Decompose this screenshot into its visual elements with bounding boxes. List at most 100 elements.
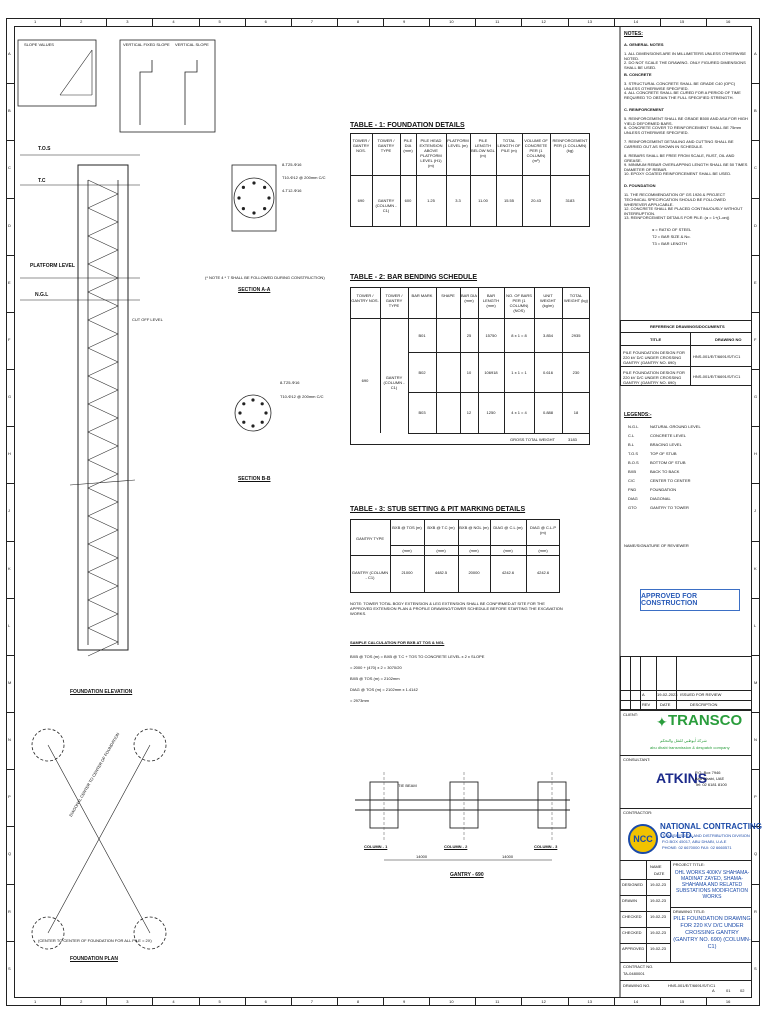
helical-spiral — [87, 179, 119, 657]
revision-table — [620, 656, 752, 710]
table-2-cell: 0.616 — [542, 370, 553, 375]
grid-tick-bottom — [383, 998, 384, 1006]
section-a-outline — [231, 164, 277, 232]
legend-abbr: N.G.L — [628, 424, 639, 429]
note-item: 9. MINIMUM REBAR OVERLAPPING LENGTH SHAL… — [624, 162, 748, 172]
grid-tick-bottom — [521, 998, 523, 1006]
legend-abbr: B.L — [628, 442, 635, 447]
reference-rule — [620, 332, 752, 333]
legend-desc: TOP OF STUB — [650, 451, 677, 456]
table-1-header: TOWER / GANTRY NOS. — [352, 138, 370, 153]
legend-desc: BRACING LEVEL — [650, 442, 682, 447]
grid-row-right-G: G — [754, 394, 758, 400]
grid-row-right-Q: Q — [754, 851, 758, 857]
grid-col-bottom-11: 11 — [495, 999, 500, 1004]
client-arabic: شركة أبوظبي للنقل والتحكم — [660, 738, 707, 743]
table-2-header-rule — [350, 318, 590, 319]
column-2-label: COLUMN - 2 — [444, 844, 468, 849]
table-1-header: PILE LENGTH BELOW NGL (m) — [471, 138, 495, 158]
grid-tick-top — [567, 18, 569, 26]
grid-tick-top — [475, 18, 477, 26]
section-b-bar-2: T10-Φ12 @ 200mm C/C — [280, 394, 324, 399]
grid-col-top-3: 3 — [126, 19, 129, 24]
reference-row-1-title: PILE FOUNDATION DESIGN FOR 220 kV D/C UN… — [623, 350, 685, 365]
legend-desc: CENTER TO CENTER — [650, 478, 691, 483]
signoff-name-header: NAME — [650, 864, 662, 869]
table-3-cell: 4242.6 — [536, 570, 550, 575]
table-3-cell: 4482.5 — [434, 570, 448, 575]
table-1-cell: 600 — [404, 198, 412, 203]
legend-abbr: BXB — [628, 469, 637, 474]
grid-row-right-F: F — [754, 336, 757, 342]
grid-tick-left — [6, 540, 14, 542]
table-1-cell: 690 — [357, 198, 365, 203]
revision-header-date: DATE — [660, 702, 671, 707]
grid-tick-left — [6, 712, 14, 714]
grid-row-left-D: D — [8, 222, 11, 228]
grid-tick-bottom — [429, 998, 431, 1006]
drawing-title: PILE FOUNDATION DRAWING FOR 220 KV D/C U… — [673, 916, 751, 950]
table-1-header: TOWER / GANTRY TYPE — [377, 138, 395, 153]
section-a-bar-dot — [241, 207, 245, 211]
grid-tick-top — [244, 18, 246, 26]
grid-row-right-A: A — [754, 51, 757, 56]
foundation-plan-piles — [31, 728, 167, 950]
table-3-header: GANTRY TYPE — [355, 536, 384, 541]
grid-tick-top — [336, 18, 338, 26]
grid-col-bottom-8: 8 — [356, 999, 360, 1004]
notes-title: NOTES: — [624, 31, 643, 37]
pile-outline — [77, 164, 129, 651]
section-a-bar-dot — [267, 196, 271, 200]
table-1-col-line — [470, 133, 471, 227]
table-3-col-line — [390, 519, 391, 593]
table-2-col-line — [478, 287, 479, 433]
grid-tick-left — [6, 769, 14, 771]
table-1-cell: 20.43 — [530, 198, 541, 203]
grid-col-bottom-12: 12 — [541, 999, 546, 1004]
gantry-dim-1: 14000 — [416, 854, 428, 859]
table-2-cell: 1250 — [486, 410, 496, 415]
notes-section-title: C. REINFORCEMENT — [624, 107, 664, 112]
grid-tick-bottom — [290, 998, 292, 1006]
note-formula: α = RATIO OF STEEL — [652, 227, 692, 232]
grid-tick-top — [521, 18, 523, 26]
table-1-cell: GANTRY (COLUMN - C1) — [375, 198, 397, 213]
client-logo: TRANSCO — [668, 712, 743, 729]
drawing-no-label: DRAWING NO. — [623, 983, 651, 988]
drawing-no-rule — [620, 980, 752, 981]
cut-off-level-label: CUT OFF LEVEL — [132, 317, 163, 322]
grid-row-left-P: P — [8, 794, 11, 800]
table-2-cell: 230 — [572, 370, 580, 375]
grid-col-top-11: 11 — [495, 19, 500, 24]
drawing-sheet: 01 — [726, 988, 731, 993]
legend-abbr: C.L — [628, 433, 635, 438]
approved-stamp: APPROVED FOR CONSTRUCTION — [640, 589, 740, 611]
note-item: 8. REBARS SHALL BE FREE FROM SCALE, RUST… — [624, 153, 735, 163]
sample-calc-title: SAMPLE CALCULATION FOR BXB AT TOS & NGL — [350, 640, 445, 645]
table-2-cell: 8 x 1 = 8 — [511, 333, 527, 338]
foundation-elevation-title: FOUNDATION ELEVATION — [70, 689, 133, 695]
plan-pile-2 — [133, 728, 167, 762]
gantry-title: GANTRY - 690 — [450, 872, 484, 878]
grid-tick-bottom — [60, 998, 62, 1006]
plan-note: (CENTER TO CENTER OF FOUNDATION FOR ALL … — [38, 938, 152, 943]
grid-col-top-6: 6 — [264, 19, 267, 24]
grid-tick-left — [6, 654, 14, 656]
notes-section-title: A. GENERAL NOTES — [624, 42, 664, 47]
ngl-label: N.G.L — [35, 292, 49, 298]
table-1-cell: 11.00 — [478, 198, 488, 203]
grid-row-right-J: J — [754, 508, 756, 514]
grid-row-right-R: R — [754, 908, 757, 914]
table-2-tower: 690 — [361, 378, 369, 383]
table-1-header: REINFORCEMENT PER (1 COLUMN) (kg) — [552, 138, 588, 153]
grid-col-bottom-7: 7 — [310, 999, 313, 1004]
grid-tick-right — [752, 883, 760, 885]
table-3-unit: (mm) — [436, 548, 446, 553]
section-a-bar-2: T10-Φ12 @ 200mm C/C — [282, 175, 326, 180]
grid-tick-left — [6, 83, 14, 85]
table-3-header-rule — [350, 555, 560, 556]
grid-tick-right — [752, 769, 760, 771]
note-item: 11. THE RECOMMENDATION OF GS 1926 & PROJ… — [624, 192, 726, 207]
grid-tick-right — [752, 826, 760, 828]
